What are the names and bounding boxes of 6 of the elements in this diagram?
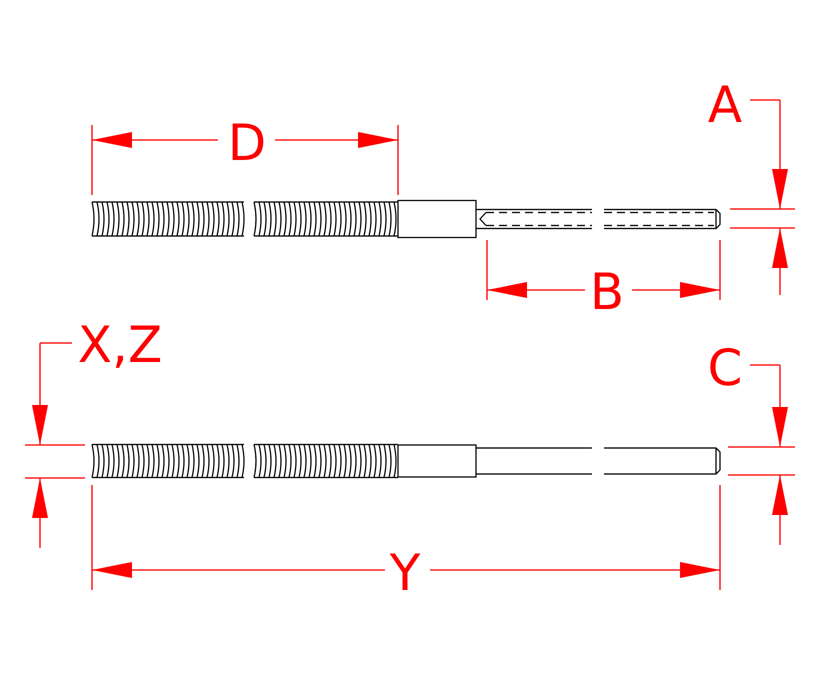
dimension-label: X,Z <box>78 320 162 370</box>
dimension-label: C <box>708 343 742 393</box>
dimension-label: Y <box>390 548 420 598</box>
dimension-label: D <box>228 118 266 168</box>
dimension-label: B <box>590 267 624 317</box>
dimension-label: A <box>708 80 742 130</box>
